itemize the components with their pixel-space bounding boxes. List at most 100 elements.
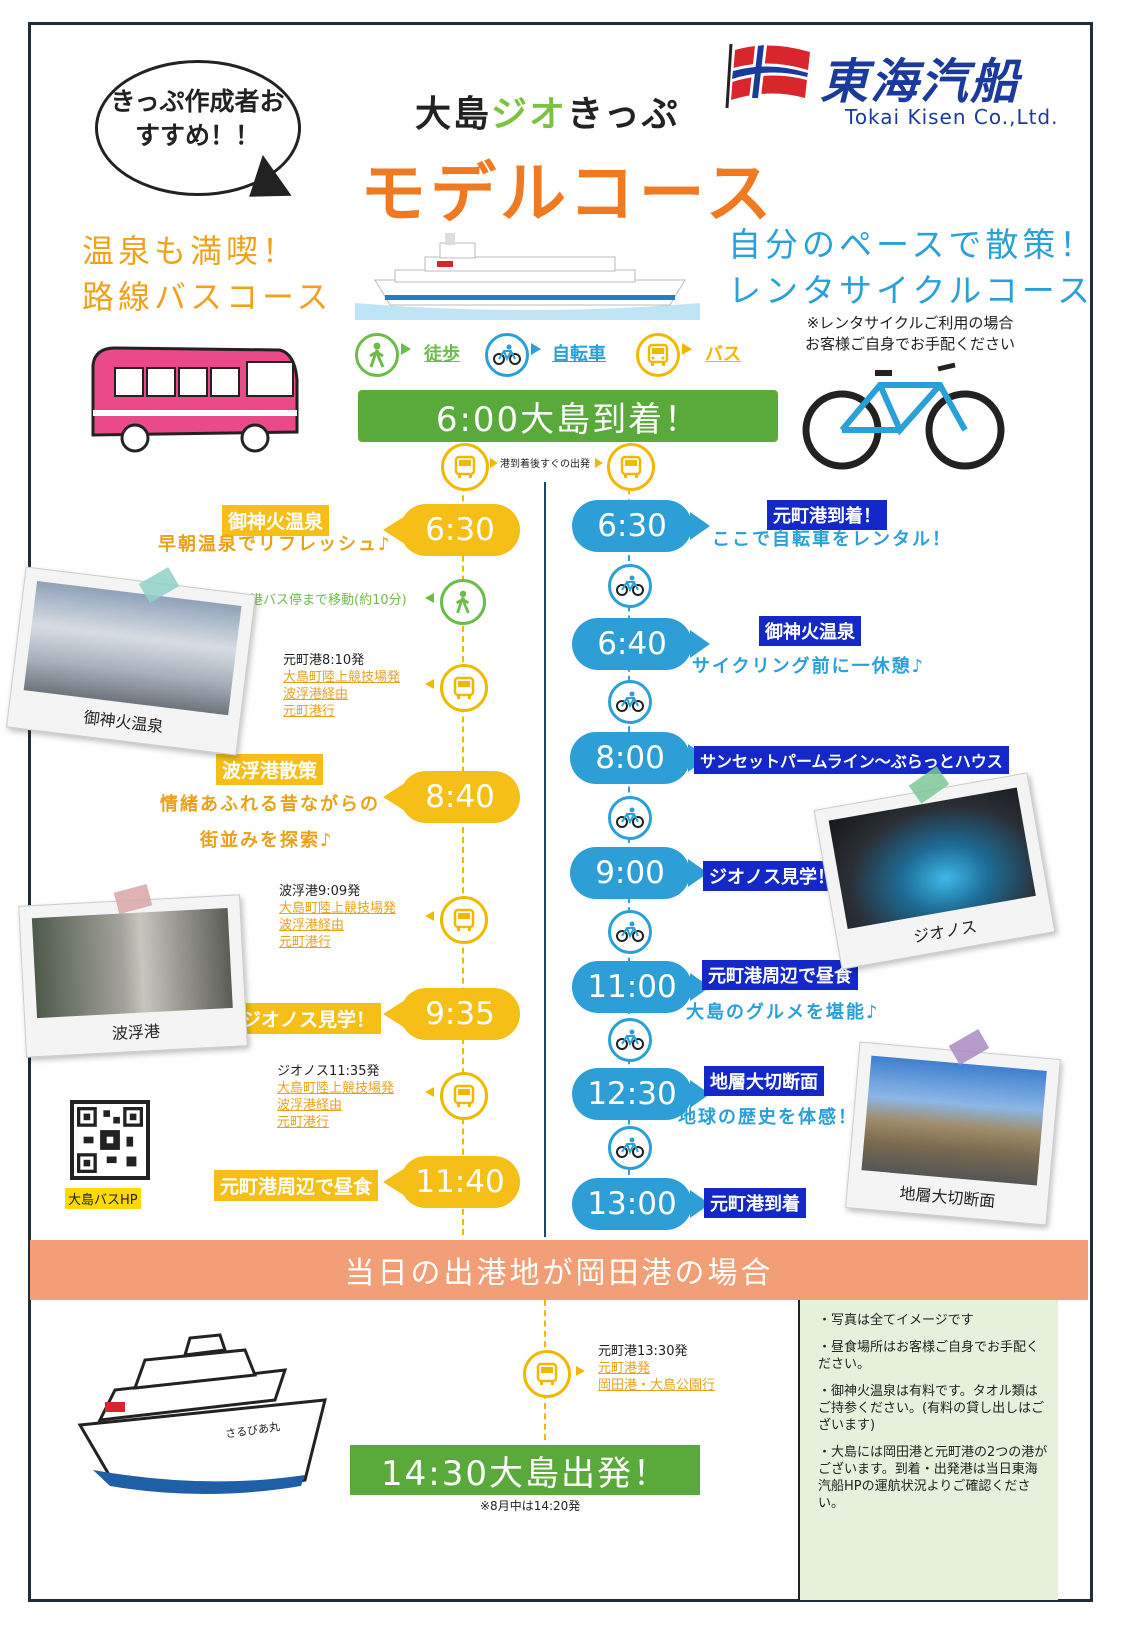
- bike-icon: [608, 1018, 652, 1062]
- bike-stop-text: 大島のグルメを堪能♪: [686, 1002, 880, 1023]
- bus-stop-tag: ジオノス見学！: [236, 1003, 382, 1034]
- pill-pointer: [383, 1168, 405, 1196]
- bus-hp-label[interactable]: 大島バスHP: [65, 1188, 141, 1209]
- walk-arrow: [425, 593, 434, 603]
- note-item: ・御神火温泉は有料です。タオル類はご持参ください。(有料の貸し出しはございます): [818, 1384, 1045, 1433]
- bus-time-8-40: 8:40: [400, 771, 520, 823]
- rental-note-line1: ※レンタサイクルご利用の場合: [806, 314, 1014, 332]
- bus1-line2: 波浮港経由: [283, 687, 349, 702]
- pill-pointer: [690, 630, 710, 658]
- bus-icon: [440, 664, 488, 712]
- ticket-title: 大島ジオきっぷ: [415, 85, 680, 137]
- note-item: ・昼食場所はお客様ご自身でお手配ください。: [818, 1340, 1040, 1372]
- okada-bus-info: 元町港13:30発 元町港発 岡田港・大島公園行: [598, 1343, 715, 1394]
- bus-arrow: [576, 1366, 585, 1376]
- okada-section-bar: 当日の出港地が岡田港の場合: [30, 1240, 1088, 1300]
- bus-course-heading-line2: 路線バスコース: [82, 278, 333, 316]
- bike-icon: [608, 796, 652, 840]
- bus-stop-tag: 波浮港散策: [216, 754, 324, 785]
- legend-bus-label: バス: [705, 344, 741, 365]
- bus3-depart: ジオノス11:35発: [277, 1064, 380, 1079]
- bus2-depart: 波浮港9:09発: [279, 884, 361, 899]
- bus2-info: 波浮港9:09発 大島町陸上競技場発 波浮港経由 元町港行: [279, 883, 396, 951]
- bus3-info: ジオノス11:35発 大島町陸上競技場発 波浮港経由 元町港行: [277, 1063, 394, 1131]
- speech-bubble: [95, 60, 301, 196]
- bus-stop-text: 早朝温泉でリフレッシュ♪: [158, 534, 392, 555]
- bus-arrow: [425, 679, 434, 689]
- ferry-illustration-icon: [355, 233, 700, 320]
- photo-strata: 地層大切断面: [845, 1041, 1061, 1226]
- title-geo: ジオ: [491, 94, 568, 135]
- page-frame: [28, 22, 1093, 1602]
- bike-icon: [608, 680, 652, 724]
- bike-time-11-00: 11:00: [572, 961, 692, 1013]
- bus-time-6-30: 6:30: [400, 504, 520, 556]
- bus-icon: [440, 1072, 488, 1120]
- bike-icon: [608, 1126, 652, 1170]
- bike-time-6-40: 6:40: [572, 618, 692, 670]
- bus-arrow: [425, 1087, 434, 1097]
- notes-box: ・写真は全てイメージです ・昼食場所はお客様ご自身でお手配ください。 ・御神火温…: [798, 1300, 1058, 1600]
- legend-walk: [355, 333, 399, 377]
- bike-time-12-30: 12:30: [572, 1068, 692, 1120]
- bus2-line3: 元町港行: [279, 935, 332, 950]
- pill-pointer: [383, 516, 405, 544]
- bus-course-heading-line1: 温泉も満喫！: [82, 232, 299, 270]
- bike-stop-tag: サンセットパームライン～ぶらっとハウス: [694, 746, 1009, 774]
- bus-icon: [441, 443, 489, 491]
- bike-stop-text: ここで自転車をレンタル！: [712, 529, 952, 550]
- bus-stop-text: 街並みを探索♪: [200, 830, 334, 851]
- bike-stop-tag: 地層大切断面: [704, 1066, 824, 1096]
- bus-stop-tag: 元町港周辺で昼食: [214, 1170, 379, 1201]
- logo-name: 東海汽船: [820, 54, 1021, 110]
- bus-time-9-35: 9:35: [400, 988, 520, 1040]
- strata-photo-image: [861, 1055, 1047, 1186]
- bus1-depart: 元町港8:10発: [283, 653, 365, 668]
- logo-subtitle: Tokai Kisen Co.,Ltd.: [845, 105, 1059, 129]
- bike-time-9-00: 9:00: [570, 847, 690, 899]
- tokai-kisen-flag-logo-icon: [725, 43, 810, 109]
- pill-pointer: [690, 512, 710, 540]
- qr-code-icon[interactable]: [70, 1100, 150, 1180]
- august-note: ※8月中は14:20発: [480, 1499, 581, 1513]
- bike-course-heading: 自分のペースで散策！ レンタサイクルコース: [728, 222, 1096, 314]
- departure-arrow: [490, 458, 498, 468]
- bus-icon: [607, 443, 655, 491]
- departure-bar: 14:30大島出発！: [350, 1445, 700, 1495]
- habu-photo-image: [31, 907, 233, 1019]
- course-divider: [544, 482, 546, 1237]
- bus2-line2: 波浮港経由: [279, 918, 345, 933]
- bike-stop-tag: 元町港周辺で昼食: [702, 960, 858, 990]
- bus1-line1: 大島町陸上競技場発: [283, 670, 401, 685]
- okada-bus-line1: 元町港発: [598, 1361, 651, 1376]
- bus1-line3: 元町港行: [283, 704, 336, 719]
- bike-time-8-00: 8:00: [570, 732, 690, 784]
- okada-bus-depart: 元町港13:30発: [598, 1344, 688, 1359]
- legend-walk-label: 徒歩: [424, 344, 460, 365]
- bubble-text: きっぷ作成者おすすめ！！: [110, 87, 285, 150]
- legend-bike-arrow: [531, 343, 541, 355]
- bus3-line3: 元町港行: [277, 1115, 330, 1130]
- bike-course-heading-line1: 自分のペースで散策！: [728, 225, 1097, 264]
- bike-stop-text: 地球の歴史を体感！: [678, 1107, 858, 1128]
- immediate-departure-note: 港到着後すぐの出発: [500, 459, 590, 470]
- bike-stop-tag: 元町港到着: [704, 1188, 806, 1218]
- bicycle-illustration-icon: [802, 362, 1005, 470]
- bus3-line1: 大島町陸上競技場発: [277, 1081, 395, 1096]
- note-item: ・写真は全てイメージです: [818, 1313, 974, 1328]
- departure-arrow: [595, 458, 603, 468]
- rental-note: ※レンタサイクルご利用の場合 お客様ご自身でお手配ください: [780, 313, 1040, 355]
- walk-icon: [440, 579, 486, 625]
- photo-habu: 波浮港: [18, 894, 248, 1058]
- ship-illustration-icon: [77, 1333, 327, 1494]
- photo-onsen: 御神火温泉: [5, 566, 257, 756]
- bike-stop-tag: 御神火温泉: [759, 616, 861, 646]
- bus-time-11-40: 11:40: [400, 1156, 520, 1208]
- onsen-photo-image: [23, 580, 242, 716]
- legend-walk-arrow: [401, 343, 411, 355]
- bike-course-heading-line2: レンタサイクルコース: [728, 271, 1095, 310]
- bus-stop-tag: 御神火温泉: [222, 505, 330, 536]
- legend-bus: [636, 333, 680, 377]
- bus-stop-text: 情緒あふれる昔ながらの: [160, 794, 380, 815]
- bus-icon: [636, 333, 680, 377]
